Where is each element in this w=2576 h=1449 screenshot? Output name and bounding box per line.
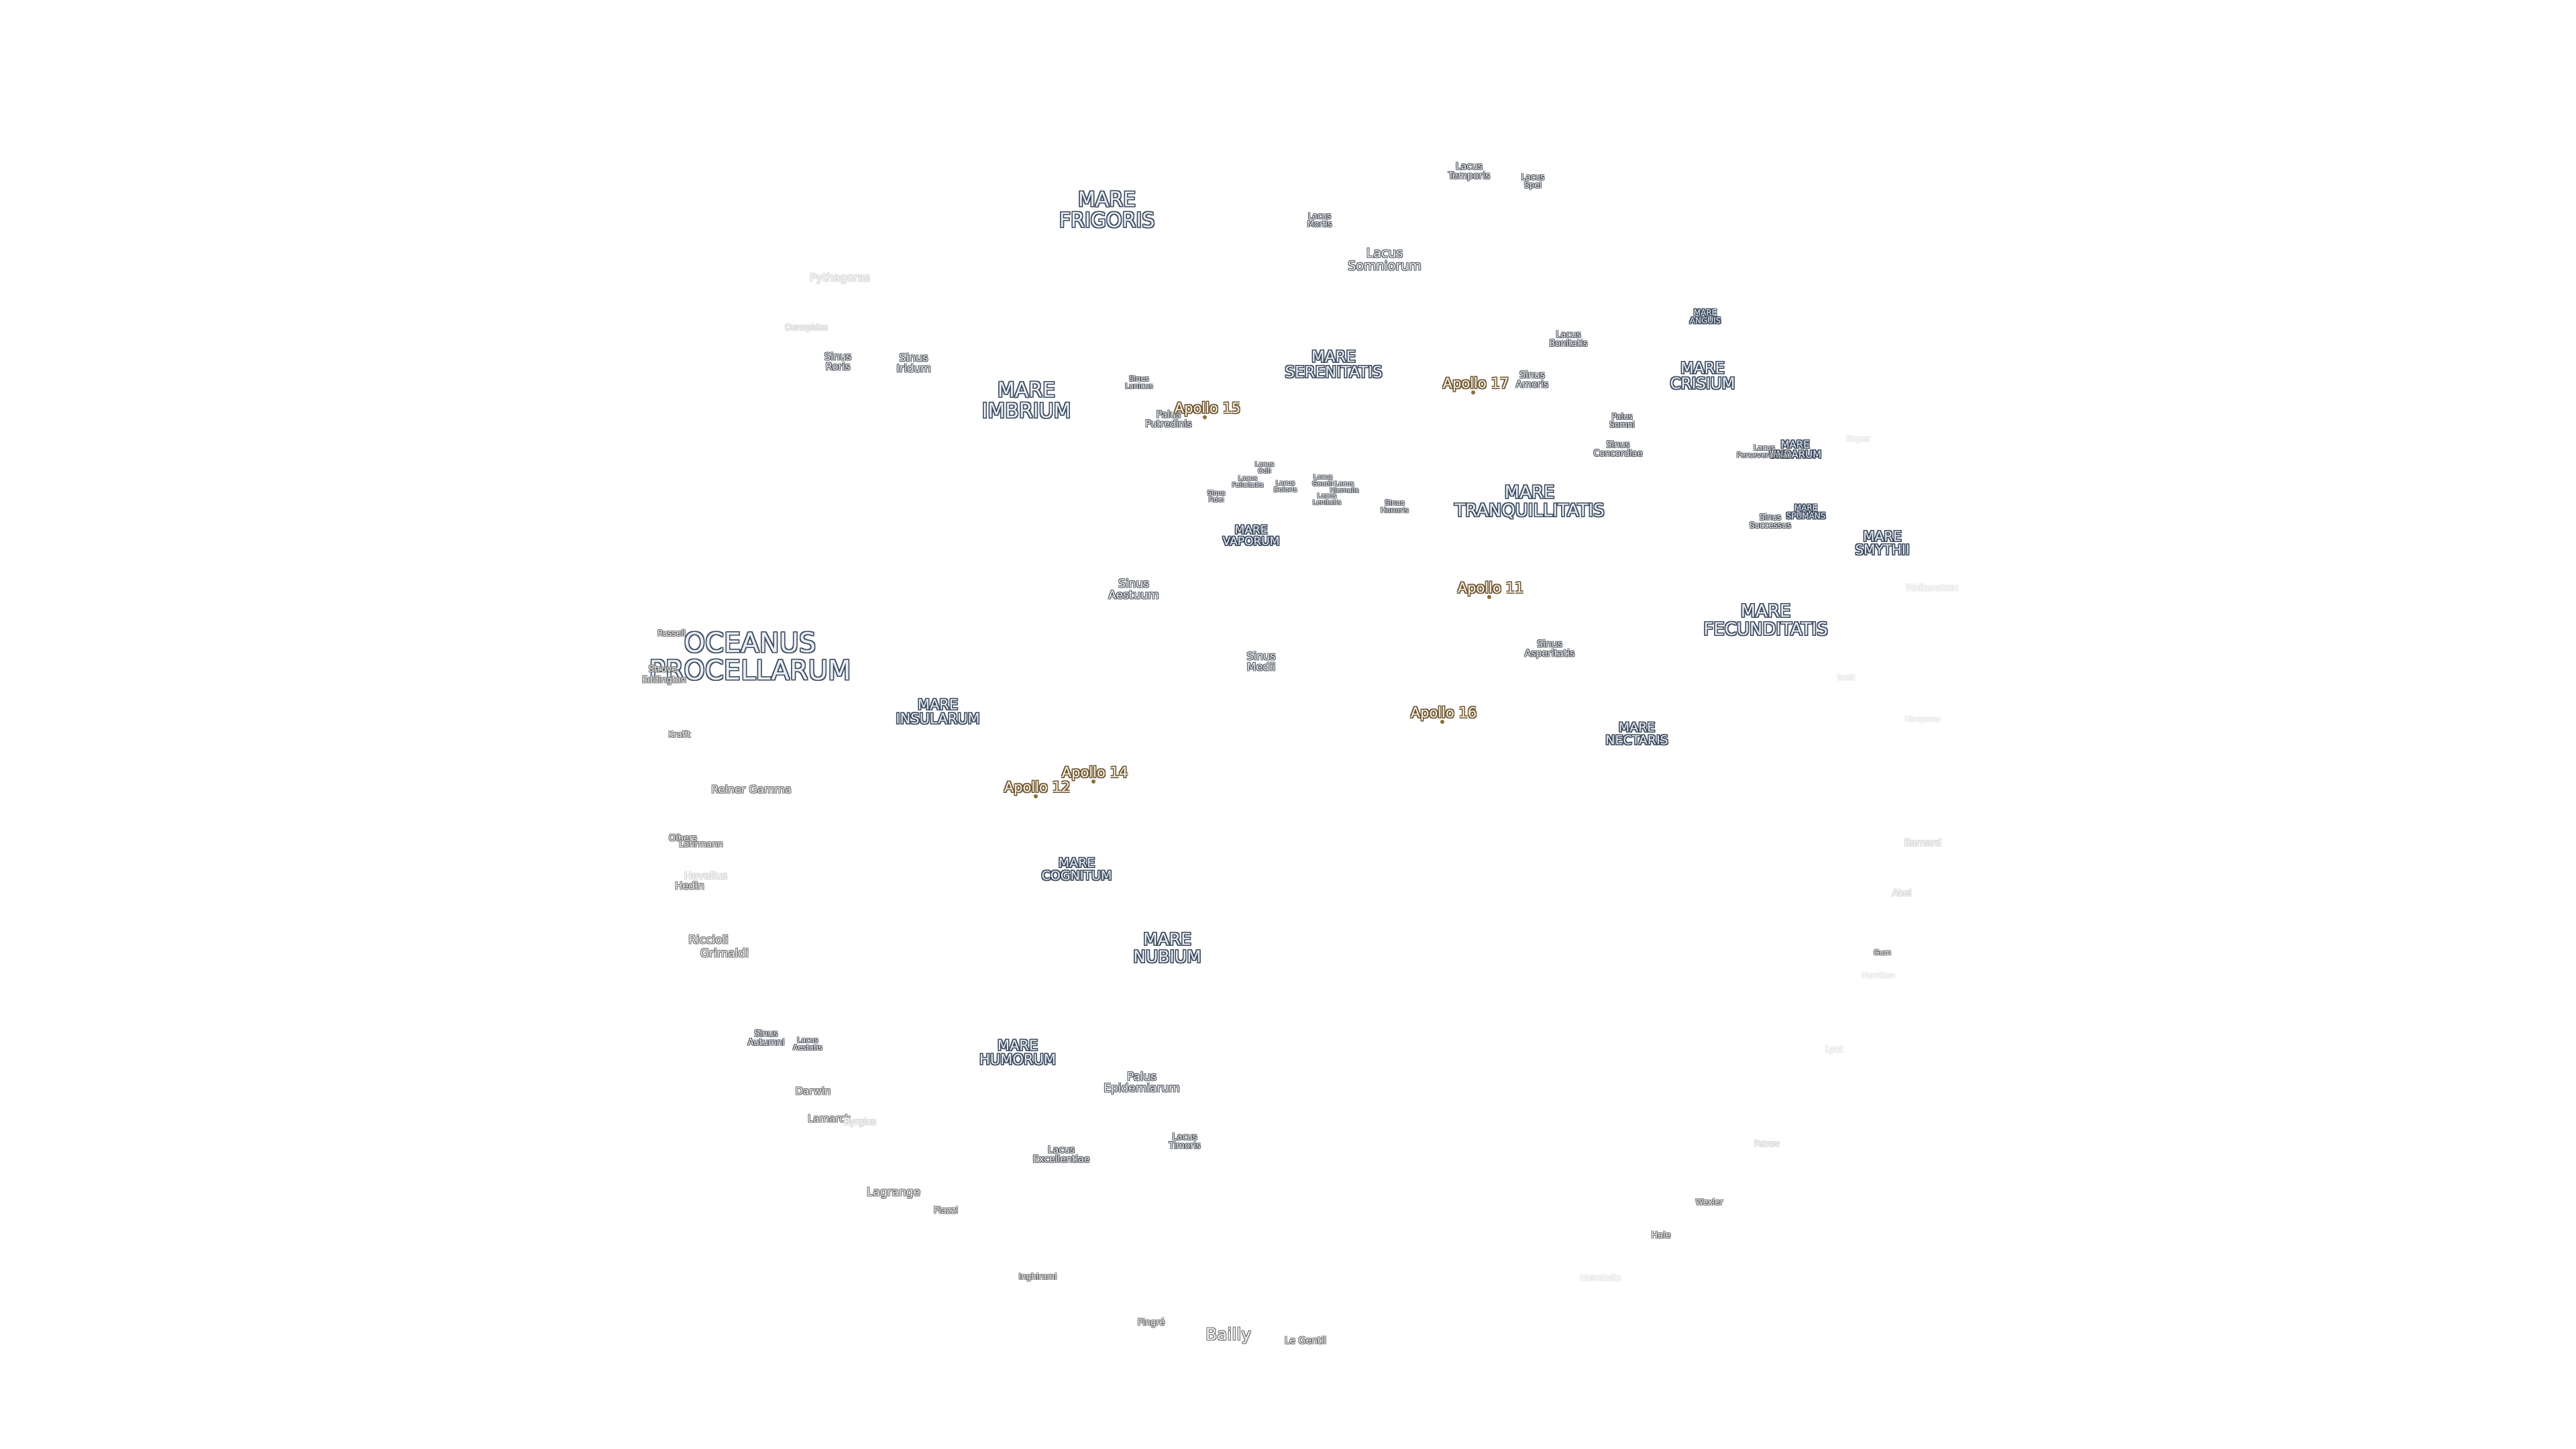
mare-vaporum-label: MARE VAPORUM xyxy=(1222,523,1280,549)
mare-cognitum-label: MARE COGNITUM xyxy=(1041,855,1112,883)
crater-piazzi-label: Piazzi xyxy=(933,1205,959,1216)
lacus-spei-label: Lacus Spei xyxy=(1521,172,1545,190)
lacus-perseverantiae-label: Lacus Perseverantiae xyxy=(1736,443,1792,460)
lacus-aestatis-label: Lacus Aestatis xyxy=(793,1035,822,1052)
mare-spumans-label: MARE SPUMANS xyxy=(1786,502,1826,521)
sinus-concordiae-label: Sinus Concordiae xyxy=(1593,439,1643,459)
crater-pythagoras-label: Pythagoras xyxy=(810,270,870,284)
apollo-15-marker[interactable] xyxy=(1203,415,1207,419)
mare-serenitatis-label: MARE SERENITATIS xyxy=(1285,348,1383,382)
crater-pingre-label: Pingré xyxy=(1137,1318,1165,1328)
crater-wolkenstein-label: Wolkenstein xyxy=(1905,583,1959,594)
sinus-amoris-label: Sinus Amoris xyxy=(1515,370,1549,390)
crater-inghirami-label: Inghirami xyxy=(1018,1271,1057,1281)
crater-petrov-label: Petrov xyxy=(1754,1138,1780,1148)
apollo-16-marker[interactable] xyxy=(1440,720,1444,724)
lacus-excellentiae-label: Lacus Excellentiae xyxy=(1032,1144,1090,1165)
palus-putredinis-label: Palus Putredinis xyxy=(1145,409,1192,430)
mare-insularum-label: MARE INSULARUM xyxy=(896,696,980,727)
mare-fecunditatis-label: MARE FECUNDITATIS xyxy=(1703,601,1828,639)
crater-krafft-label: Krafft xyxy=(668,729,691,739)
crater-oenopides-label: Oenopides xyxy=(785,322,828,332)
crater-abel-label: Abel xyxy=(1892,888,1912,899)
sinus-autumni-label: Sinus Autumni xyxy=(747,1028,785,1048)
mare-crisium-label: MARE CRISIUM xyxy=(1670,360,1735,393)
lacus-timoris-label: Lacus Timoris xyxy=(1169,1132,1201,1151)
lacus-hiemalis-label: Lacus Hiemalis xyxy=(1330,480,1359,494)
apollo-12-label[interactable]: Apollo 12 xyxy=(1004,779,1071,796)
crater-olbers-label: Olbers xyxy=(668,833,698,844)
crater-russell-label: Russell xyxy=(657,628,686,638)
sinus-medii-label: Sinus Medii xyxy=(1246,649,1276,674)
apollo-12-marker[interactable] xyxy=(1034,794,1038,798)
crater-hirayama-label: Hirayama xyxy=(1904,714,1941,724)
crater-lohrmann-label: Lohrmann xyxy=(679,839,723,850)
lacus-odii-label: Lacus Odii xyxy=(1254,460,1275,475)
mare-smythii-label: MARE SMYTHII xyxy=(1855,528,1910,558)
mare-imbrium-label: MARE IMBRIUM xyxy=(981,378,1071,423)
crater-neper-label: Neper xyxy=(1845,433,1871,443)
lacus-bonitatis-label: Lacus Bonitatis xyxy=(1549,329,1588,349)
apollo-11-marker[interactable] xyxy=(1487,595,1491,599)
crater-lamarck-label: Lamarck xyxy=(807,1112,851,1125)
lacus-mortis-label: Lacus Mortis xyxy=(1307,211,1332,229)
sinus-asperitatis-label: Sinus Asperitatis xyxy=(1524,639,1575,659)
sinus-lunicus-label: Sinus Lunicus xyxy=(1125,374,1153,390)
crater-struve-label: Struve xyxy=(648,664,678,675)
sinus-aestuum-label: Sinus Aestuum xyxy=(1108,577,1159,602)
crater-wexler-label: Wexler xyxy=(1695,1197,1723,1207)
apollo-17-label[interactable]: Apollo 17 xyxy=(1442,375,1509,392)
crater-le-gentil-label: Le Gentil xyxy=(1284,1335,1327,1346)
apollo-15-label[interactable]: Apollo 15 xyxy=(1174,400,1241,417)
apollo-17-marker[interactable] xyxy=(1471,390,1475,394)
oceanus-procellarum-label: OCEANUS PROCELLARUM xyxy=(649,628,851,686)
crater-bailly-label: Bailly xyxy=(1205,1324,1252,1344)
crater-barnard-label: Barnard xyxy=(1904,837,1941,849)
crater-byrgius-label: Byrgius xyxy=(843,1117,877,1128)
crater-swift-label: Swift xyxy=(1837,673,1856,682)
crater-darwin-label: Darwin xyxy=(795,1085,831,1097)
crater-lagrange-label: Lagrange xyxy=(866,1185,921,1199)
crater-helmholtz-label: Helmholtz xyxy=(1580,1273,1621,1283)
mare-nectaris-label: MARE NECTARIS xyxy=(1605,720,1668,748)
lacus-lenitatis-label: Lacus Lenitatis xyxy=(1312,492,1342,506)
lacus-somniorum-label: Lacus Somniorum xyxy=(1348,246,1421,274)
crater-gum-label: Gum xyxy=(1873,948,1892,957)
sinus-iridum-label: Sinus Iridum xyxy=(896,351,931,375)
apollo-14-label[interactable]: Apollo 14 xyxy=(1061,764,1128,781)
mare-tranquillitatis-label: MARE TRANQUILLITATIS xyxy=(1454,482,1605,521)
apollo-16-label[interactable]: Apollo 16 xyxy=(1410,704,1477,721)
mare-frigoris-label: MARE FRIGORIS xyxy=(1059,188,1155,232)
crater-hevelius-label: Hevelius xyxy=(684,869,728,882)
mare-undarum-label: MARE UNDARUM xyxy=(1768,438,1822,461)
crater-grimaldi-label: Grimaldi xyxy=(700,947,749,961)
lacus-temporis-label: Lacus Temporis xyxy=(1448,161,1491,182)
sinus-fidei-label: Sinus Fidei xyxy=(1207,489,1226,504)
crater-hamilton-label: Hamilton xyxy=(1862,971,1895,980)
mare-anguis-label: MARE ANGUIS xyxy=(1689,307,1721,325)
mare-humorum-label: MARE HUMORUM xyxy=(979,1037,1056,1068)
crater-hale-label: Hale xyxy=(1651,1230,1671,1241)
sinus-honoris-label: Sinus Honoris xyxy=(1380,498,1409,515)
palus-epidemiarum-label: Palus Epidemiarum xyxy=(1104,1070,1180,1095)
crater-hedin-label: Hedin xyxy=(675,879,704,892)
lacus-gaudii-label: Lacus Gaudii xyxy=(1311,473,1334,488)
lacus-doloris-label: Lacus Doloris xyxy=(1273,479,1297,494)
sinus-roris-label: Sinus Roris xyxy=(824,350,852,373)
crater-lyot-label: Lyot xyxy=(1825,1044,1843,1055)
crater-eddington-label: Eddington xyxy=(641,675,687,686)
palus-somni-label: Palus Somni xyxy=(1609,411,1635,429)
mare-nubium-label: MARE NUBIUM xyxy=(1133,929,1201,966)
crater-reiner-gamma-label: Reiner Gamma xyxy=(711,782,792,796)
sinus-successus-label: Sinus Successus xyxy=(1749,512,1792,530)
lacus-felicitatis-label: Lacus Felicitatis xyxy=(1232,474,1264,489)
apollo-14-marker[interactable] xyxy=(1091,780,1095,784)
crater-riccioli-label: Riccioli xyxy=(688,933,729,947)
apollo-11-label[interactable]: Apollo 11 xyxy=(1457,580,1524,596)
